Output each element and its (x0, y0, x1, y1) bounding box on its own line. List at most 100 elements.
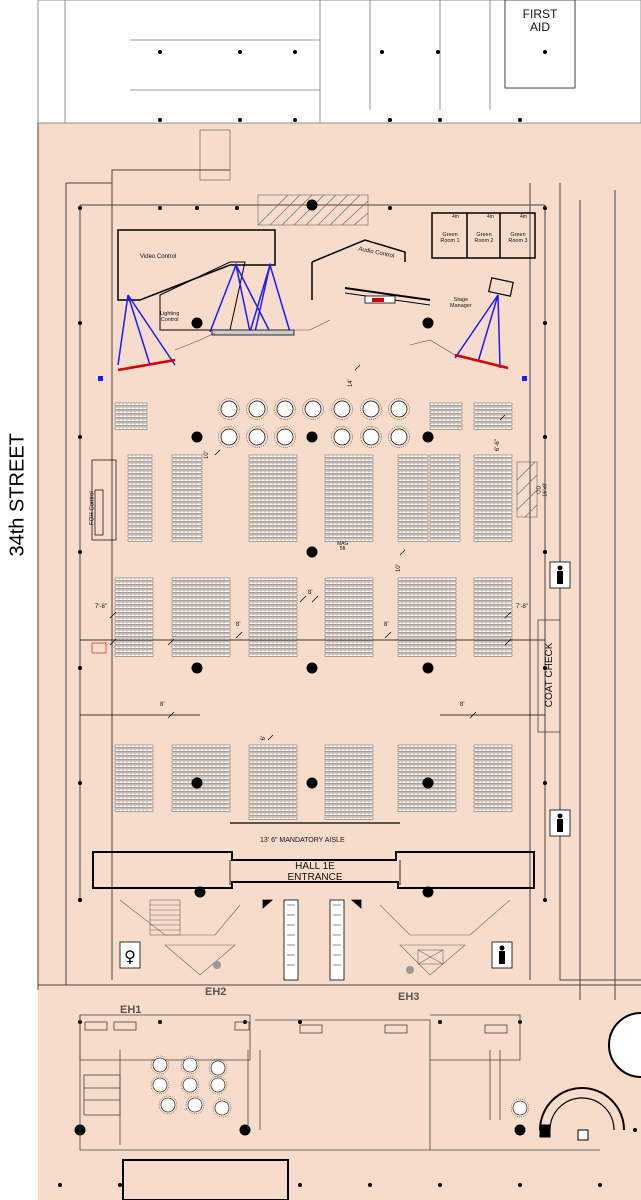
entrance-wall (92, 851, 535, 889)
seat-row (171, 470, 203, 474)
seat-row (397, 526, 429, 530)
column (158, 118, 162, 122)
column (306, 199, 318, 211)
seat-row (171, 613, 231, 617)
seat-row (397, 800, 457, 804)
seat-row (114, 764, 154, 768)
seat-row (171, 609, 231, 613)
seat-row (473, 478, 513, 482)
seat-row (473, 633, 513, 637)
stage-front-bar (344, 287, 431, 306)
seat-row (171, 462, 203, 466)
seat-row (397, 474, 429, 478)
seat-row (429, 526, 461, 530)
seat-row (114, 577, 154, 581)
seat-row (473, 498, 513, 502)
seat-row (397, 486, 429, 490)
seat-row (473, 744, 513, 748)
column (239, 1124, 251, 1136)
dim-6: 6' (261, 735, 268, 741)
seat-row (473, 502, 513, 506)
round-table (304, 400, 322, 418)
dim-8-d: 8' (160, 702, 165, 708)
seat-row (397, 502, 429, 506)
seat-row (473, 466, 513, 470)
seat-row (473, 418, 513, 422)
seat-row (397, 498, 429, 502)
seat-row (114, 617, 154, 621)
seat-row (473, 482, 513, 486)
seat-row (397, 609, 457, 613)
seat-row (397, 625, 457, 629)
seat-row (429, 510, 461, 514)
video-control-label: Video Control (140, 254, 177, 260)
round-table (248, 400, 266, 418)
column (306, 546, 318, 558)
seat-row (397, 649, 457, 653)
eh3-label: EH3 (398, 991, 420, 1003)
entrance-label: HALL 1E ENTRANCE (287, 861, 343, 883)
column (195, 206, 199, 210)
seat-row (171, 744, 231, 748)
video-control-booth (117, 229, 276, 301)
column (543, 898, 547, 902)
round-table (333, 428, 351, 446)
seat-row (473, 522, 513, 526)
seat-row (171, 530, 203, 534)
seat-row (114, 605, 154, 609)
first-aid-room (504, 0, 576, 89)
escalators (262, 899, 362, 981)
seat-row (429, 538, 461, 542)
dim-8-e: 8' (460, 702, 465, 708)
seat-row (429, 482, 461, 486)
seat-row (171, 514, 203, 518)
seat-row (171, 653, 231, 657)
seat-row (114, 756, 154, 760)
seat-row (114, 772, 154, 776)
seat-row (429, 478, 461, 482)
seat-row (473, 780, 513, 784)
seat-row (171, 788, 231, 792)
seat-row (473, 629, 513, 633)
dim-7-8-left: 7'-8" (95, 604, 107, 610)
seat-row (171, 482, 203, 486)
round-table (390, 400, 408, 418)
seat-row (171, 589, 231, 593)
seat-row (397, 538, 429, 542)
column (422, 777, 434, 789)
seat-row (171, 649, 231, 653)
column (158, 1020, 162, 1024)
seat-row (171, 593, 231, 597)
seat-row (397, 605, 457, 609)
seat-row (397, 768, 457, 772)
seat-row (114, 637, 154, 641)
column (518, 118, 522, 122)
seat-row (397, 597, 457, 601)
seat-row (114, 597, 154, 601)
seat-row (473, 764, 513, 768)
seat-row (429, 518, 461, 522)
seat-row (114, 581, 154, 585)
column (633, 1128, 637, 1132)
seat-row (171, 486, 203, 490)
seat-row (171, 625, 231, 629)
column (191, 317, 203, 329)
seat-row (397, 645, 457, 649)
seat-row (171, 776, 231, 780)
round-table (182, 1057, 198, 1073)
column (543, 50, 547, 54)
seat-row (397, 510, 429, 514)
seat-row (473, 784, 513, 788)
green-room-1-size: 4m (452, 214, 459, 220)
seat-row (171, 752, 231, 756)
seat-row (473, 538, 513, 542)
seat-row (114, 585, 154, 589)
column (514, 1124, 526, 1136)
column (158, 206, 162, 210)
seating-blocks (114, 402, 513, 820)
seat-row (473, 518, 513, 522)
seat-row (114, 804, 154, 808)
seat-row (397, 482, 429, 486)
seat-row (397, 534, 429, 538)
seat-row (473, 534, 513, 538)
